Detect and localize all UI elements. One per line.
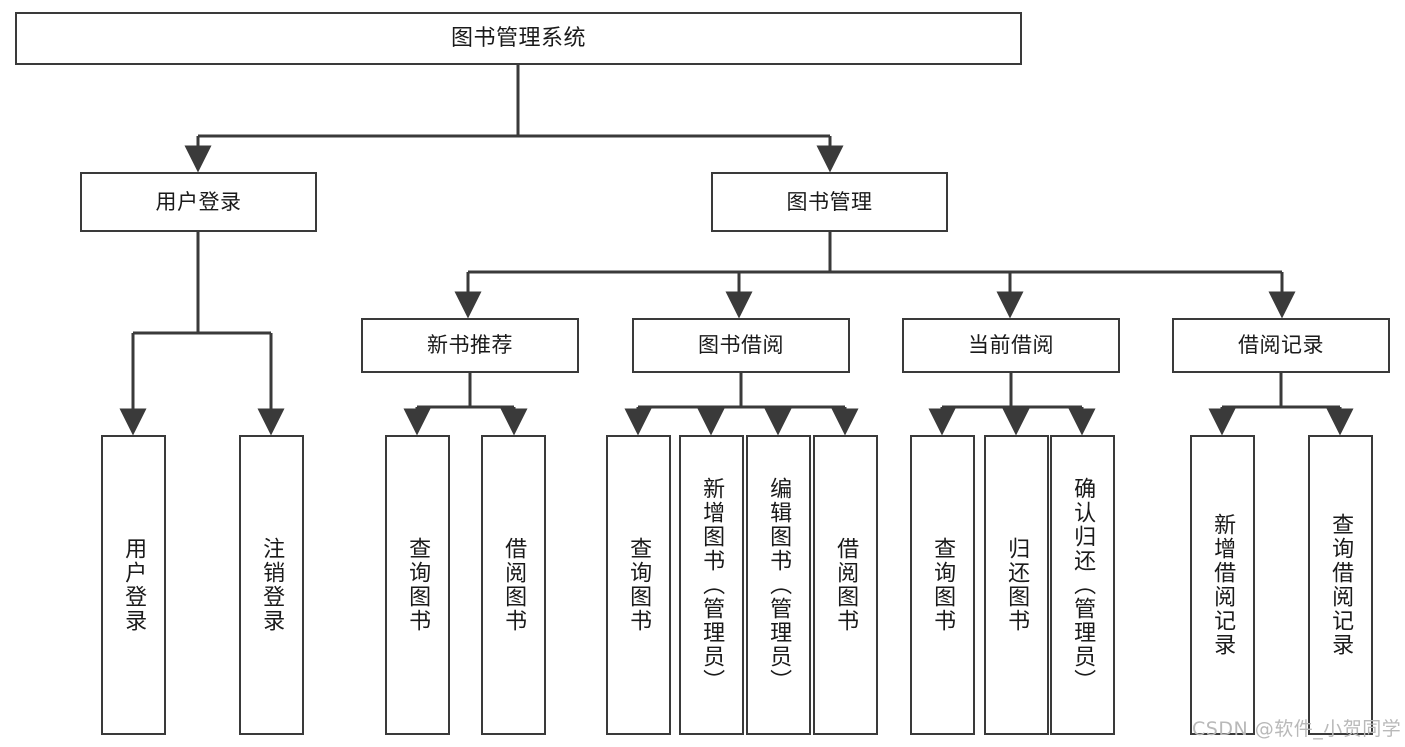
leaf-query-book-recommend-label: 查询图书	[405, 537, 431, 633]
node-new-book-recommend[interactable]: 新书推荐	[361, 318, 579, 373]
leaf-borrow-book-recommend-label: 借阅图书	[501, 537, 527, 633]
leaf-confirm-return-admin-label: 确认归还（管理员）	[1070, 477, 1096, 693]
leaf-confirm-return-admin[interactable]: 确认归还（管理员）	[1050, 435, 1115, 735]
node-borrow-records-label: 借阅记录	[1238, 333, 1324, 358]
leaf-borrow-book-recommend[interactable]: 借阅图书	[481, 435, 546, 735]
leaf-logout[interactable]: 注销登录	[239, 435, 304, 735]
node-book-borrow[interactable]: 图书借阅	[632, 318, 850, 373]
node-new-book-recommend-label: 新书推荐	[427, 333, 513, 358]
node-book-management[interactable]: 图书管理	[711, 172, 948, 232]
leaf-query-book-current-label: 查询图书	[930, 537, 956, 633]
leaf-add-book-admin[interactable]: 新增图书（管理员）	[679, 435, 744, 735]
node-user-login-label: 用户登录	[155, 189, 242, 214]
leaf-user-login-label: 用户登录	[121, 537, 147, 633]
leaf-add-borrow-record[interactable]: 新增借阅记录	[1190, 435, 1255, 735]
node-book-borrow-label: 图书借阅	[698, 333, 784, 358]
leaf-borrow-book[interactable]: 借阅图书	[813, 435, 878, 735]
node-borrow-records[interactable]: 借阅记录	[1172, 318, 1390, 373]
leaf-edit-book-admin[interactable]: 编辑图书（管理员）	[746, 435, 811, 735]
leaf-user-login[interactable]: 用户登录	[101, 435, 166, 735]
node-root-label: 图书管理系统	[450, 25, 586, 51]
leaf-return-book-label: 归还图书	[1004, 537, 1030, 633]
leaf-query-book-borrow[interactable]: 查询图书	[606, 435, 671, 735]
leaf-add-borrow-record-label: 新增借阅记录	[1210, 513, 1236, 657]
node-current-borrow[interactable]: 当前借阅	[902, 318, 1120, 373]
leaf-return-book[interactable]: 归还图书	[984, 435, 1049, 735]
node-root[interactable]: 图书管理系统	[15, 12, 1022, 65]
leaf-query-book-borrow-label: 查询图书	[626, 537, 652, 633]
leaf-query-book-recommend[interactable]: 查询图书	[385, 435, 450, 735]
leaf-borrow-book-label: 借阅图书	[833, 537, 859, 633]
leaf-add-book-admin-label: 新增图书（管理员）	[699, 477, 725, 693]
watermark-text: CSDN @软件_小贺同学	[1192, 718, 1402, 740]
node-book-management-label: 图书管理	[786, 189, 873, 214]
node-current-borrow-label: 当前借阅	[968, 333, 1054, 358]
leaf-query-book-current[interactable]: 查询图书	[910, 435, 975, 735]
leaf-query-borrow-record-label: 查询借阅记录	[1328, 513, 1354, 657]
leaf-logout-label: 注销登录	[259, 537, 285, 633]
leaf-edit-book-admin-label: 编辑图书（管理员）	[766, 477, 792, 693]
leaf-query-borrow-record[interactable]: 查询借阅记录	[1308, 435, 1373, 735]
node-user-login[interactable]: 用户登录	[80, 172, 317, 232]
